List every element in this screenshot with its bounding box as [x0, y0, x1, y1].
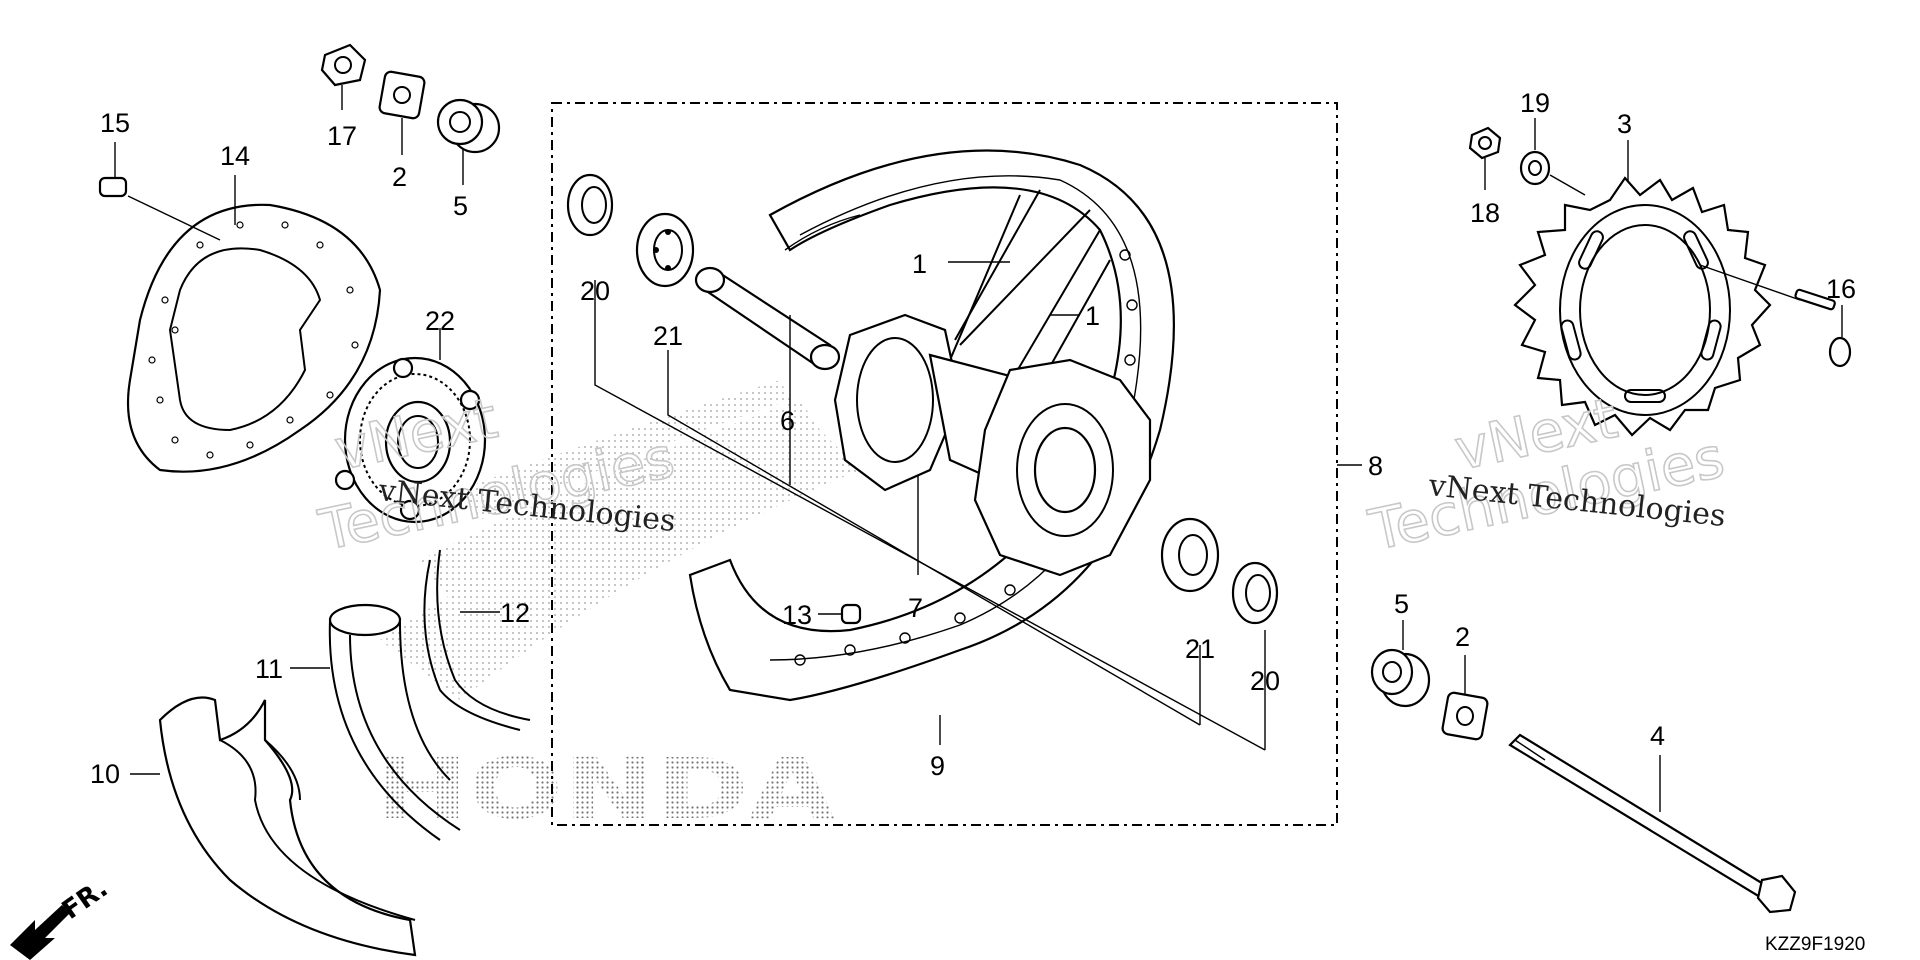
callout-5a: 5: [453, 191, 468, 221]
leader-20-left: [594, 280, 1266, 751]
callout-1b: 1: [1085, 301, 1100, 331]
distance-collar: [694, 266, 841, 371]
tube-valve: [436, 549, 531, 721]
bearing-20-right: [1231, 561, 1279, 625]
side-collar-top: [436, 98, 501, 154]
callout-21b: 21: [1185, 634, 1215, 664]
callout-13: 13: [782, 600, 812, 630]
callout-17: 17: [327, 121, 357, 151]
sprocket-nut: [1468, 126, 1502, 160]
pulser-ring: [334, 356, 487, 524]
sprocket-washer: [1519, 150, 1551, 186]
chain-adjuster-right: [1441, 691, 1489, 741]
sprocket-bolt: [1794, 288, 1852, 368]
honda-wing-logo: [380, 380, 860, 700]
callout-2a: 2: [392, 162, 407, 192]
inner-tube: [328, 603, 461, 841]
leader-16b: [1699, 264, 1801, 301]
leader-15b: [127, 195, 221, 241]
callout-22: 22: [425, 306, 455, 336]
axle-nut: [320, 43, 367, 87]
rear-axle: [1508, 733, 1797, 914]
bearing-21-left: [635, 212, 695, 288]
wheel-assembly-frame: [551, 102, 1338, 826]
tire: [158, 696, 417, 957]
side-collar-right: [1370, 648, 1431, 708]
chain-adjuster-top: [378, 70, 426, 120]
callout-6: 6: [780, 406, 795, 436]
callout-4: 4: [1650, 721, 1665, 751]
leader-21-left: [667, 350, 1201, 726]
disc-bolt: [98, 176, 128, 198]
callout-16: 16: [1826, 274, 1856, 304]
callout-7: 7: [908, 593, 923, 623]
callout-18: 18: [1470, 198, 1500, 228]
valve-cap: [840, 603, 862, 625]
callout-5b: 5: [1394, 589, 1409, 619]
bearing-20-left: [566, 173, 614, 237]
callout-1a: 1: [912, 249, 927, 279]
callout-8: 8: [1368, 451, 1383, 481]
honda-brand-mark: HONDA: [375, 740, 835, 838]
callout-3: 3: [1617, 109, 1632, 139]
callout-10: 10: [90, 759, 120, 789]
leader-19b: [1549, 174, 1586, 196]
brake-disc: [126, 203, 382, 473]
diagram-code: KZZ9F1920: [1765, 934, 1865, 955]
callout-19: 19: [1520, 88, 1550, 118]
callout-14: 14: [220, 141, 250, 171]
rear-wheel: [688, 149, 1175, 702]
callout-11: 11: [255, 654, 283, 684]
callout-15: 15: [100, 108, 130, 138]
driven-sprocket: [1513, 176, 1772, 437]
callout-9: 9: [930, 751, 945, 781]
front-indicator: FR.: [57, 874, 114, 926]
callout-12: 12: [500, 598, 530, 628]
callout-20a: 20: [580, 276, 610, 306]
callout-20b: 20: [1250, 666, 1280, 696]
callout-2b: 2: [1455, 622, 1470, 652]
callout-21a: 21: [653, 321, 683, 351]
front-arrow-icon: [10, 905, 70, 960]
callout-labels: 1 1 2 2 3 4 5 5 6 7 8 9 10 11 12 13 14 1…: [90, 88, 1856, 789]
bearing-21-right: [1160, 517, 1220, 593]
